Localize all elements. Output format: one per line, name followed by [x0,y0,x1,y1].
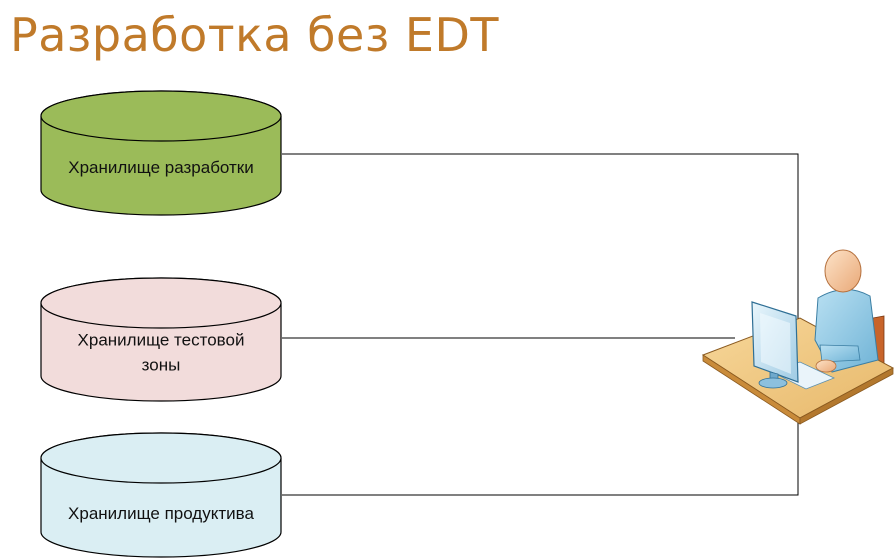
connector-lines [282,153,799,496]
repository-test: Хранилище тестовой зоны [40,277,282,402]
repository-label-line: Хранилище продуктива [68,504,254,523]
repository-label-line: зоны [142,356,181,375]
repository-dev: Хранилище разработки [40,90,282,216]
connector-prod [282,395,799,496]
repository-label-line: Хранилище разработки [68,158,253,177]
repository-label-line: Хранилище тестовой [78,331,245,350]
connector-dev [282,153,799,322]
repository-label: Хранилище тестовой зоны [78,331,245,375]
page-title: Разработка без EDT [10,8,500,62]
repository-label: Хранилище продуктива [68,504,254,523]
repository-prod: Хранилище продуктива [40,432,282,558]
repository-label: Хранилище разработки [68,158,253,177]
user-at-workstation-icon [701,249,894,425]
